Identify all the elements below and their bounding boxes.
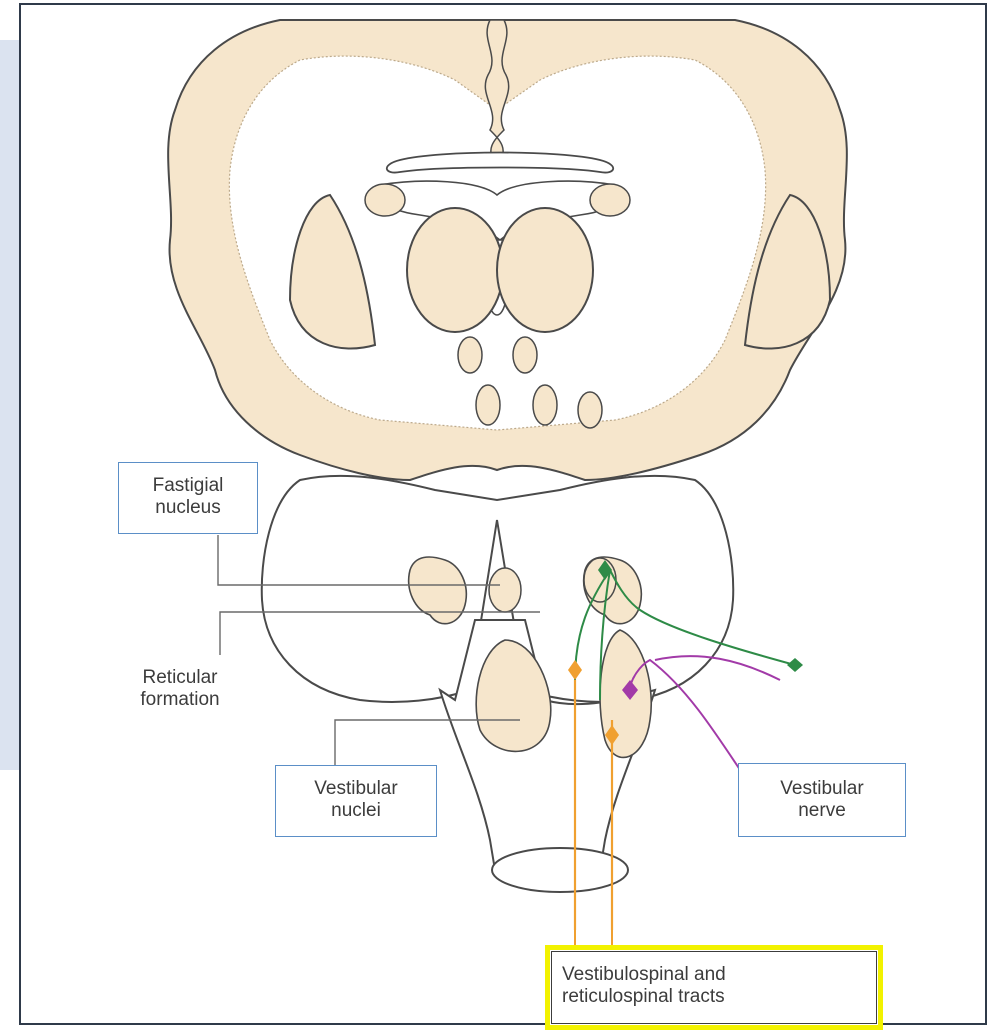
nucleus-oval-4 bbox=[533, 385, 557, 425]
label-vestibular-nuclei: Vestibular nuclei bbox=[275, 765, 437, 837]
nucleus-oval-5 bbox=[578, 392, 602, 428]
label-tracts-highlight: Vestibulospinal and reticulospinal tract… bbox=[545, 945, 883, 1030]
label-reticular-formation: Reticular formation bbox=[100, 665, 260, 715]
nucleus-oval-2 bbox=[513, 337, 537, 373]
caudate-left bbox=[365, 184, 405, 216]
fastigial-nucleus-right bbox=[584, 558, 616, 602]
spinal-cord-section bbox=[492, 848, 628, 892]
nucleus-oval-1 bbox=[458, 337, 482, 373]
label-vestibular-nerve: Vestibular nerve bbox=[738, 763, 906, 837]
green-diamond-marker bbox=[787, 658, 803, 672]
thalamus-left bbox=[407, 208, 503, 332]
thalamus-right bbox=[497, 208, 593, 332]
side-panel bbox=[0, 40, 20, 770]
label-fastigial-nucleus: Fastigial nucleus bbox=[118, 462, 258, 534]
nucleus-oval-3 bbox=[476, 385, 500, 425]
caudate-right bbox=[590, 184, 630, 216]
fastigial-nucleus-left bbox=[489, 568, 521, 612]
